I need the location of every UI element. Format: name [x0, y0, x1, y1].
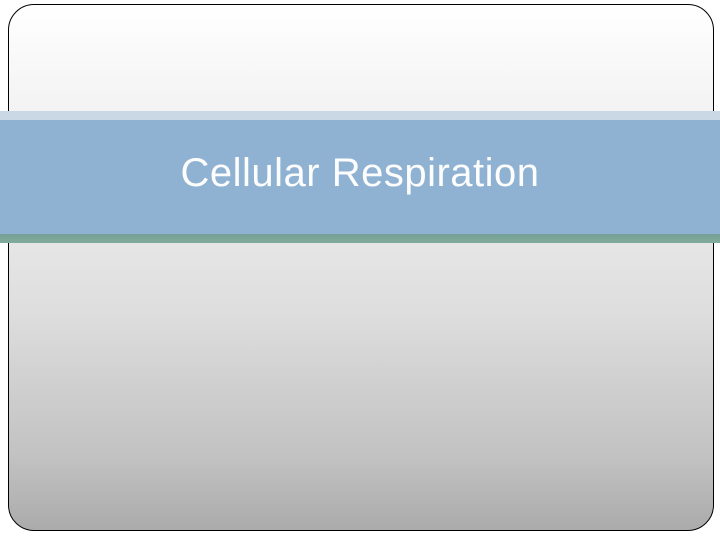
- title-band-top-strip: [0, 111, 720, 120]
- slide-title: Cellular Respiration: [180, 151, 540, 195]
- accent-underline: [0, 234, 720, 243]
- slide-surface: [8, 4, 714, 531]
- title-band-main: Cellular Respiration: [0, 120, 720, 234]
- title-band: Cellular Respiration: [0, 111, 720, 243]
